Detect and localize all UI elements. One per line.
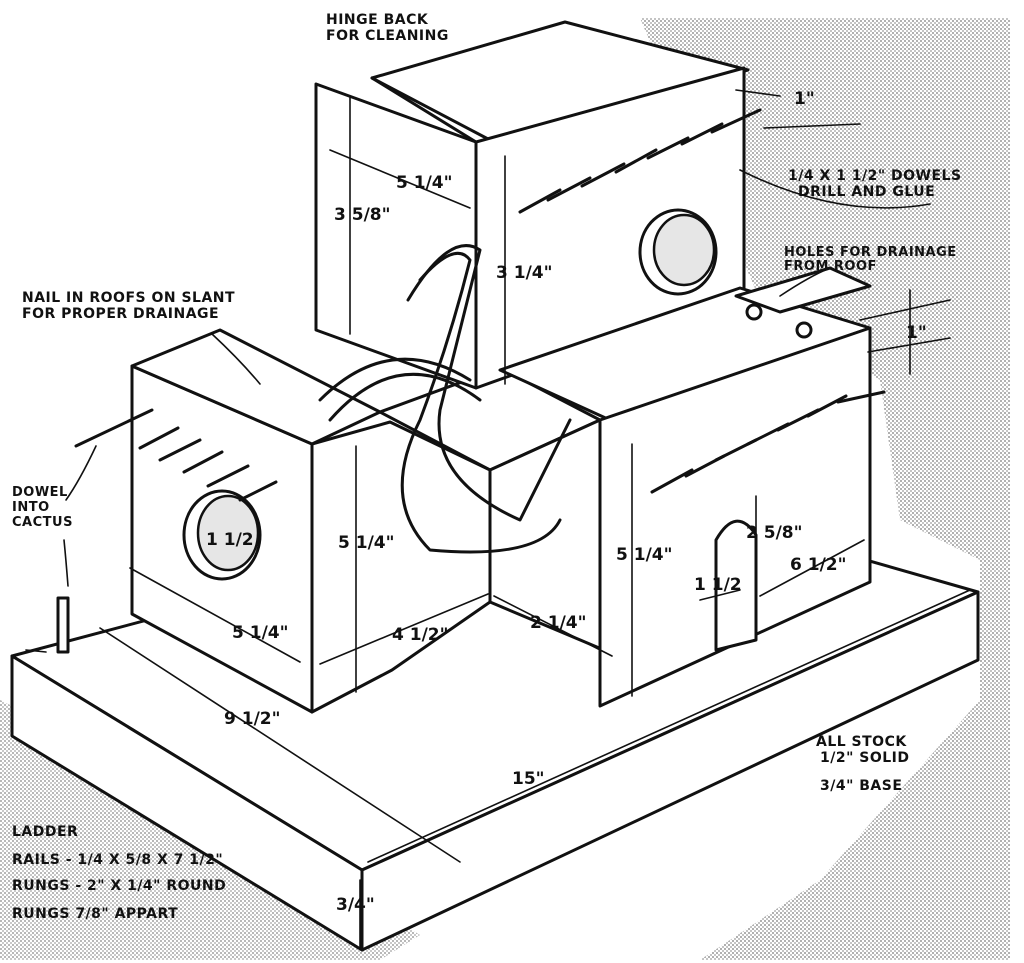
dim-base-depth: 9 1/2" — [224, 709, 280, 729]
dim-base-length: 15" — [512, 769, 545, 789]
stock-label-3: 3/4" BASE — [820, 778, 902, 794]
dim-dowel-spacing: 1" — [794, 89, 815, 109]
nail-label-1: NAIL IN ROOFS ON SLANT — [22, 290, 235, 306]
ladder-label-2: RAILS - 1/4 X 5/8 X 7 1/2" — [12, 852, 223, 868]
dim-top-back-width: 5 1/4" — [396, 173, 452, 193]
annotations: HINGE BACK FOR CLEANING 1/4 X 1 1/2" DOW… — [12, 12, 962, 922]
dim-left-side-width: 4 1/2" — [392, 625, 448, 645]
drainage-label-1: HOLES FOR DRAINAGE — [784, 245, 957, 260]
cactus-label-3: CACTUS — [12, 515, 73, 530]
dim-center-gap: 2 1/4" — [530, 613, 586, 633]
nail-label-2: FOR PROPER DRAINAGE — [22, 306, 219, 322]
ladder — [318, 244, 572, 554]
ladder-label-1: LADDER — [12, 824, 78, 840]
hinge-label-2: FOR CLEANING — [326, 28, 449, 44]
dim-left-hole: 1 1/2 — [206, 530, 254, 550]
dim-right-front-height: 5 1/4" — [616, 545, 672, 565]
dimension-labels: 5 1/4" 3 5/8" 3 1/4" 1" 1" 1 1/2 5 1/4" … — [206, 89, 927, 915]
ladder-label-4: RUNGS 7/8" APPART — [12, 906, 178, 922]
dowels-label-2: DRILL AND GLUE — [798, 184, 935, 200]
perches — [56, 108, 886, 654]
stock-label-1: ALL STOCK — [816, 734, 907, 750]
dim-left-front-height: 5 1/4" — [338, 533, 394, 553]
stock-label-2: 1/2" SOLID — [820, 750, 910, 766]
cactus-label-2: INTO — [12, 500, 50, 515]
dim-arch-width: 1 1/2 — [694, 575, 742, 595]
dim-arch-height: 2 5/8" — [746, 523, 802, 543]
dim-right-width: 6 1/2" — [790, 555, 846, 575]
dim-left-front-width: 5 1/4" — [232, 623, 288, 643]
drainage-label-2: FROM ROOF — [784, 259, 877, 274]
ladder-label-3: RUNGS - 2" X 1/4" ROUND — [12, 878, 226, 894]
hinge-label-1: HINGE BACK — [326, 12, 429, 28]
cactus-label-1: DOWEL — [12, 485, 68, 500]
dim-base-thickness: 3/4" — [336, 895, 375, 915]
right-house — [498, 266, 872, 708]
dim-drain-spacing: 1" — [906, 323, 927, 343]
dim-top-back-height: 3 5/8" — [334, 205, 390, 225]
dowels-label-1: 1/4 X 1 1/2" DOWELS — [788, 168, 962, 184]
dimension-lines — [25, 89, 971, 949]
dim-top-front-height: 3 1/4" — [496, 263, 552, 283]
top-house — [314, 20, 750, 390]
